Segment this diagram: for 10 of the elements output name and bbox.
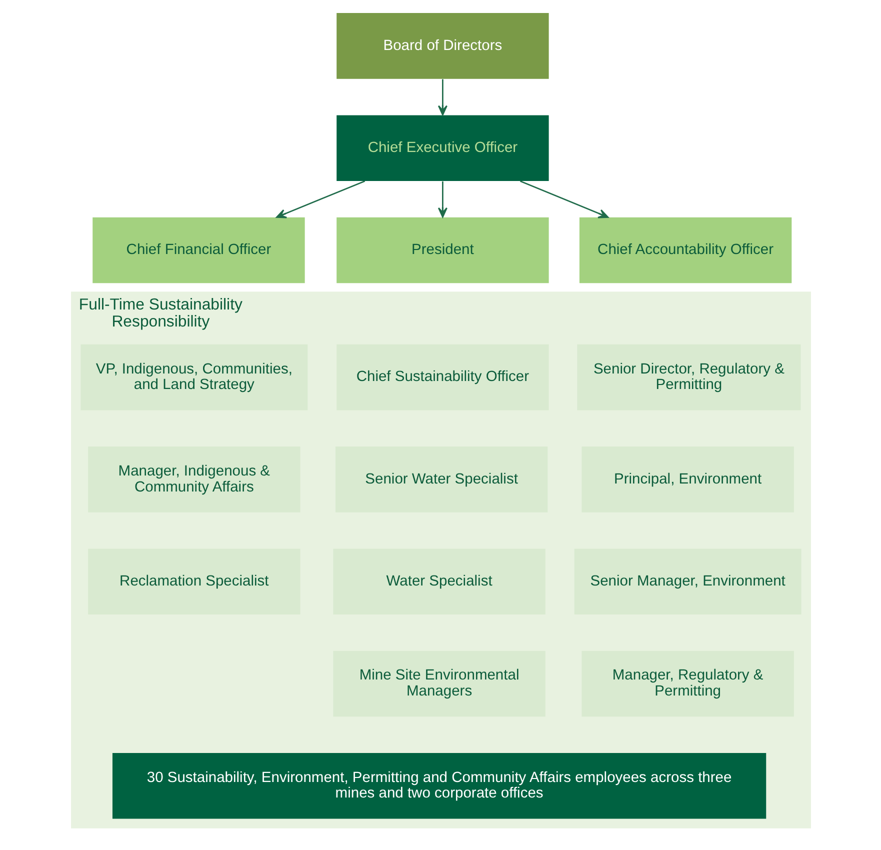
node-box: Chief Financial Officer xyxy=(92,217,304,284)
arrow xyxy=(276,180,365,218)
node-box: Chief Accountability Officer xyxy=(578,217,792,284)
arrow xyxy=(519,180,608,218)
arrow xyxy=(437,181,447,218)
node-box: Chief Executive Officer xyxy=(336,115,548,182)
node-box: 30 Sustainability, Environment, Permitting and Community Affairs employees across three mines and two corporate offices xyxy=(112,752,766,819)
arrow xyxy=(437,79,447,116)
node-box: Board of Directors xyxy=(336,13,548,79)
node-box: President xyxy=(336,217,548,284)
